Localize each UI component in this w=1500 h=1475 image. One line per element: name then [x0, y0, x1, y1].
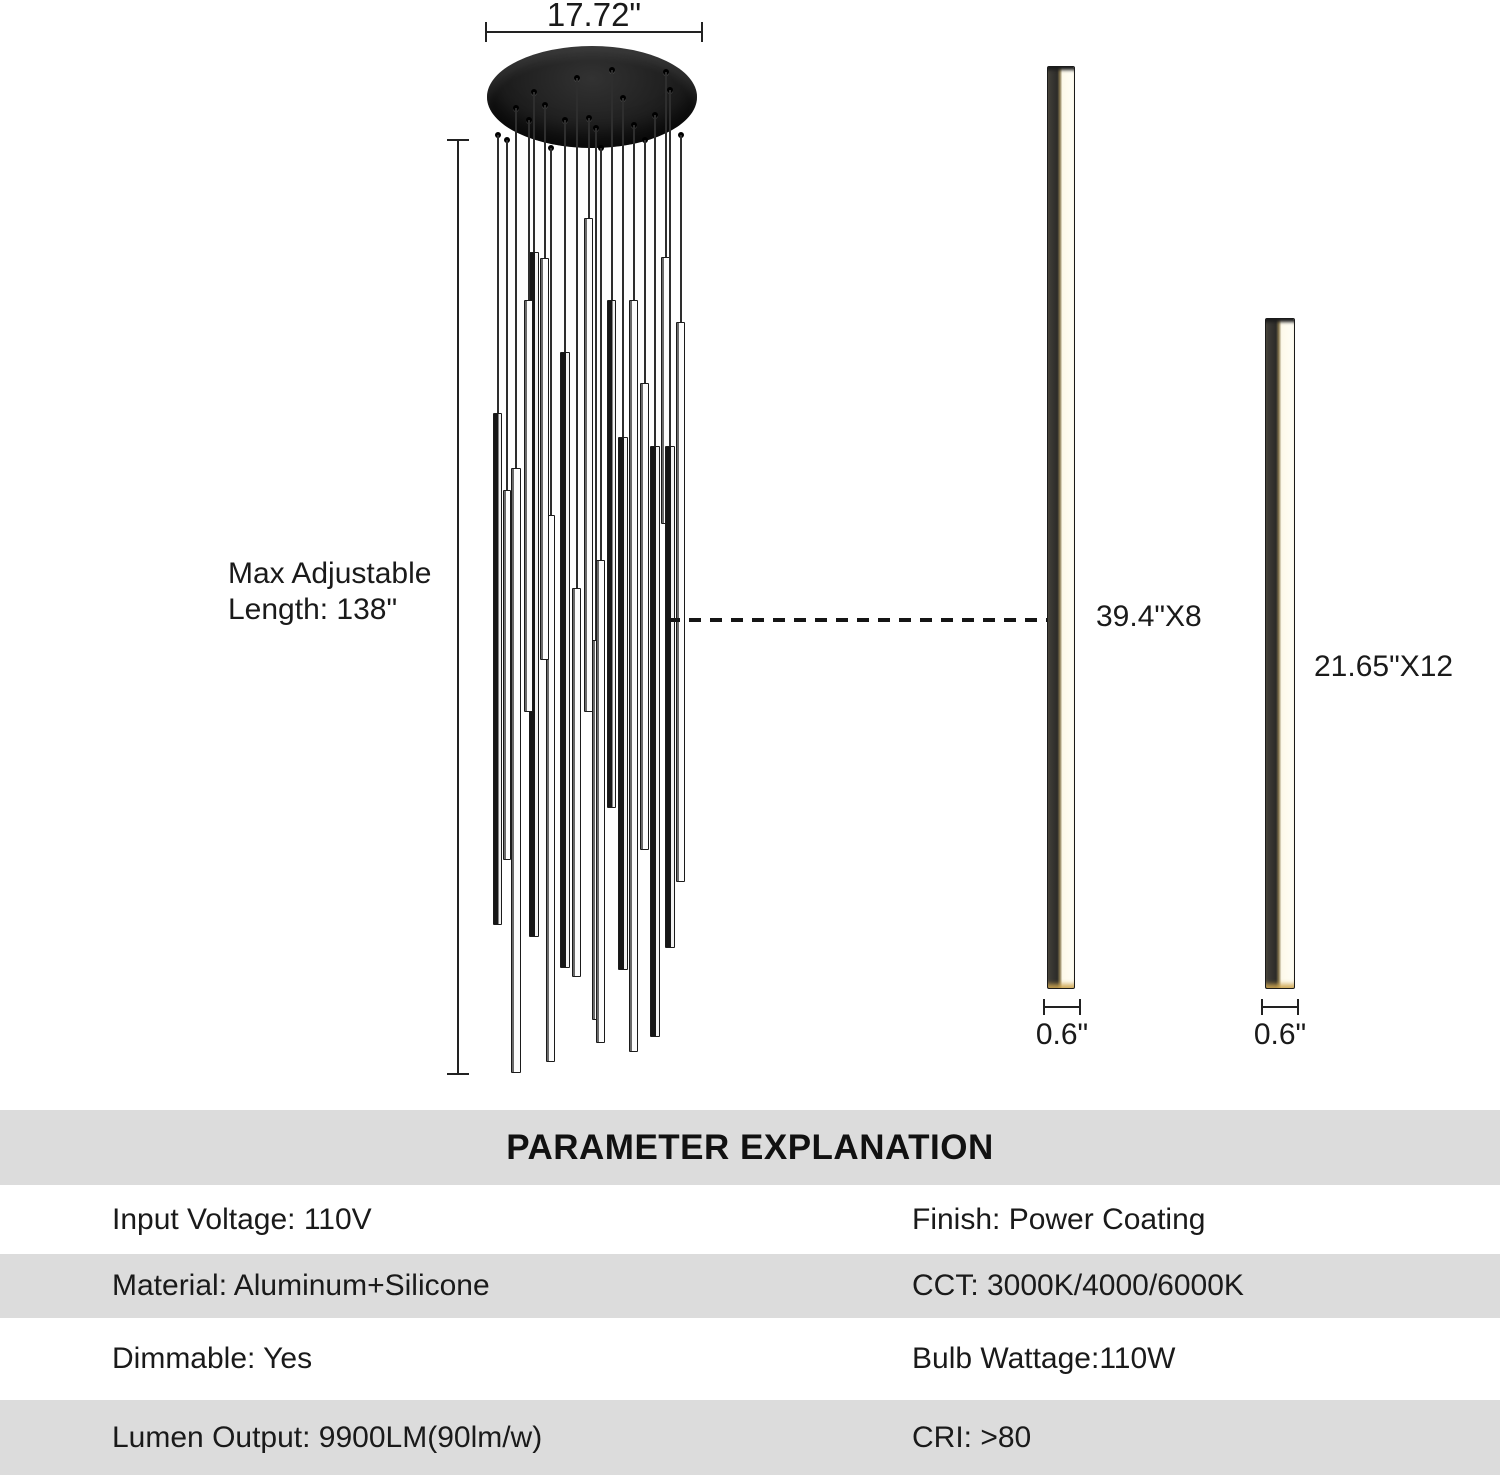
pendant-rod — [572, 588, 581, 977]
pendant-cable — [533, 92, 535, 252]
ceiling-canopy — [487, 46, 697, 148]
table-row: Lumen Output: 9900LM(90lm/w) CRI: >80 — [0, 1400, 1500, 1475]
canopy-width-dim-tick-left — [485, 22, 487, 42]
pendant-rod — [596, 560, 605, 1043]
pendant-large-width-tick-left — [1043, 999, 1045, 1015]
pendant-cable — [664, 72, 667, 257]
max-length-dim-cap-bottom — [447, 1073, 469, 1075]
pendant-rod — [584, 218, 593, 712]
pendant-large-label: 39.4"X8 — [1096, 600, 1202, 633]
table-row: Dimmable: Yes Bulb Wattage:110W — [0, 1318, 1500, 1400]
table-cell-cct: CCT: 3000K/4000/6000K — [912, 1269, 1244, 1302]
max-length-dim-line — [457, 140, 459, 1075]
pendant-cable — [632, 125, 635, 300]
pendant-small-width-tick-left — [1261, 999, 1263, 1015]
pendant-rod — [607, 300, 616, 808]
pendant-bar-large — [1047, 66, 1075, 989]
pendant-small-width-dim-line — [1261, 1006, 1299, 1008]
pendant-cable — [595, 128, 597, 640]
pointer-dashed-line — [668, 618, 1047, 622]
pendant-rod — [540, 258, 549, 660]
pendant-rod — [503, 490, 511, 860]
pendant-rod — [676, 322, 685, 882]
pendant-cable — [669, 90, 671, 446]
table-cell-lumen-output: Lumen Output: 9900LM(90lm/w) — [112, 1420, 543, 1454]
pendant-rod — [546, 515, 555, 1062]
pendant-cable — [549, 148, 552, 515]
table-cell-bulb-wattage: Bulb Wattage:110W — [912, 1342, 1176, 1375]
pendant-small-width-label: 0.6" — [1253, 1018, 1307, 1051]
pendant-rod — [511, 468, 521, 1073]
canopy-width-dim-line — [486, 31, 702, 33]
max-length-label-line2: Length: 138" — [228, 593, 398, 626]
pendant-cable — [496, 135, 499, 413]
table-cell-input-voltage: Input Voltage: 110V — [112, 1202, 372, 1236]
pendant-cable — [543, 105, 546, 258]
pendant-cable — [587, 118, 590, 218]
pendant-cable — [610, 70, 613, 300]
pendant-rod — [629, 300, 638, 1052]
pendant-rod — [560, 352, 570, 968]
max-length-label-line1: Max Adjustable — [228, 557, 432, 590]
canopy-width-dim-tick-right — [701, 22, 703, 42]
table-cell-material: Material: Aluminum+Silicone — [112, 1269, 490, 1302]
pendant-large-width-tick-right — [1079, 999, 1081, 1015]
pendant-cable — [654, 115, 656, 446]
pendant-cable — [564, 120, 566, 352]
max-length-label: Max Adjustable Length: 138" — [228, 556, 431, 628]
pendant-small-label: 21.65"X12 — [1314, 650, 1454, 683]
pendant-rod — [640, 383, 649, 850]
pendant-cable — [679, 135, 682, 322]
pendant-small-width-tick-right — [1297, 999, 1299, 1015]
pendant-cable — [527, 120, 530, 300]
table-cell-finish: Finish: Power Coating — [912, 1202, 1206, 1236]
pendant-rod — [650, 446, 660, 1037]
canopy-width-label: 17.72" — [546, 0, 642, 33]
table-row: Input Voltage: 110V Finish: Power Coatin… — [0, 1185, 1500, 1254]
pendant-cable — [643, 140, 646, 383]
pendant-cable — [515, 108, 517, 468]
pendant-rod — [493, 413, 502, 925]
table-cell-dimmable: Dimmable: Yes — [112, 1342, 313, 1375]
pendant-large-width-dim-line — [1043, 1006, 1081, 1008]
pendant-cable — [575, 78, 578, 588]
pendant-cable — [506, 140, 508, 490]
pendant-bar-small — [1265, 318, 1295, 989]
pendant-cable — [599, 148, 602, 560]
pendant-rod — [665, 446, 675, 948]
pendant-cable — [622, 98, 624, 437]
pendant-large-width-label: 0.6" — [1035, 1018, 1089, 1051]
pendant-rod — [618, 437, 628, 970]
parameter-table-title: PARAMETER EXPLANATION — [0, 1110, 1500, 1185]
table-cell-cri: CRI: >80 — [912, 1420, 1032, 1454]
table-row: Material: Aluminum+Silicone CCT: 3000K/4… — [0, 1254, 1500, 1318]
pendant-rod — [524, 300, 533, 712]
